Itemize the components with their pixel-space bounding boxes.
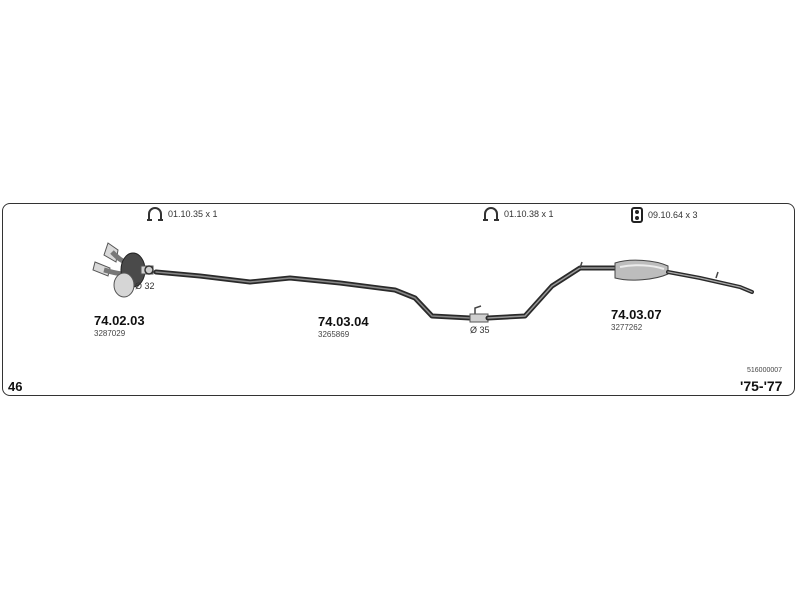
clamp-icon	[483, 207, 499, 221]
part-number-front[interactable]: 74.02.03	[94, 313, 145, 328]
diameter-label-middle: Ø 35	[470, 325, 490, 335]
hardware-label: 01.10.35 x 1	[168, 209, 218, 219]
oem-number-middle: 3265869	[318, 330, 350, 339]
hardware-label: 01.10.38 x 1	[504, 209, 554, 219]
hardware-item-rubber-mount[interactable]: 09.10.64 x 3	[630, 206, 698, 224]
front-pipe-74-02-03[interactable]	[92, 242, 154, 298]
oem-number-front: 3287029	[94, 329, 126, 338]
clamp-marker	[144, 265, 154, 275]
rubber-mount-icon	[631, 207, 643, 223]
part-number-rear[interactable]: 74.03.07	[611, 307, 662, 322]
diagram-panel	[2, 203, 795, 396]
model-years: '75-'77	[740, 378, 783, 394]
hardware-label: 09.10.64 x 3	[648, 210, 698, 220]
diameter-label-front: Ø 32	[135, 281, 155, 291]
hardware-item-clamp-2[interactable]: 01.10.38 x 1	[482, 206, 554, 222]
part-number-middle[interactable]: 74.03.04	[318, 314, 369, 329]
rear-pipe-74-03-07[interactable]	[485, 259, 754, 321]
oem-number-rear: 3277262	[611, 323, 643, 332]
clamp-icon	[147, 207, 163, 221]
middle-pipe-74-03-04[interactable]	[153, 269, 489, 323]
page-number: 46	[8, 379, 23, 394]
catalog-code: 516000007	[747, 367, 783, 374]
hardware-item-clamp-1[interactable]: 01.10.35 x 1	[146, 206, 218, 222]
